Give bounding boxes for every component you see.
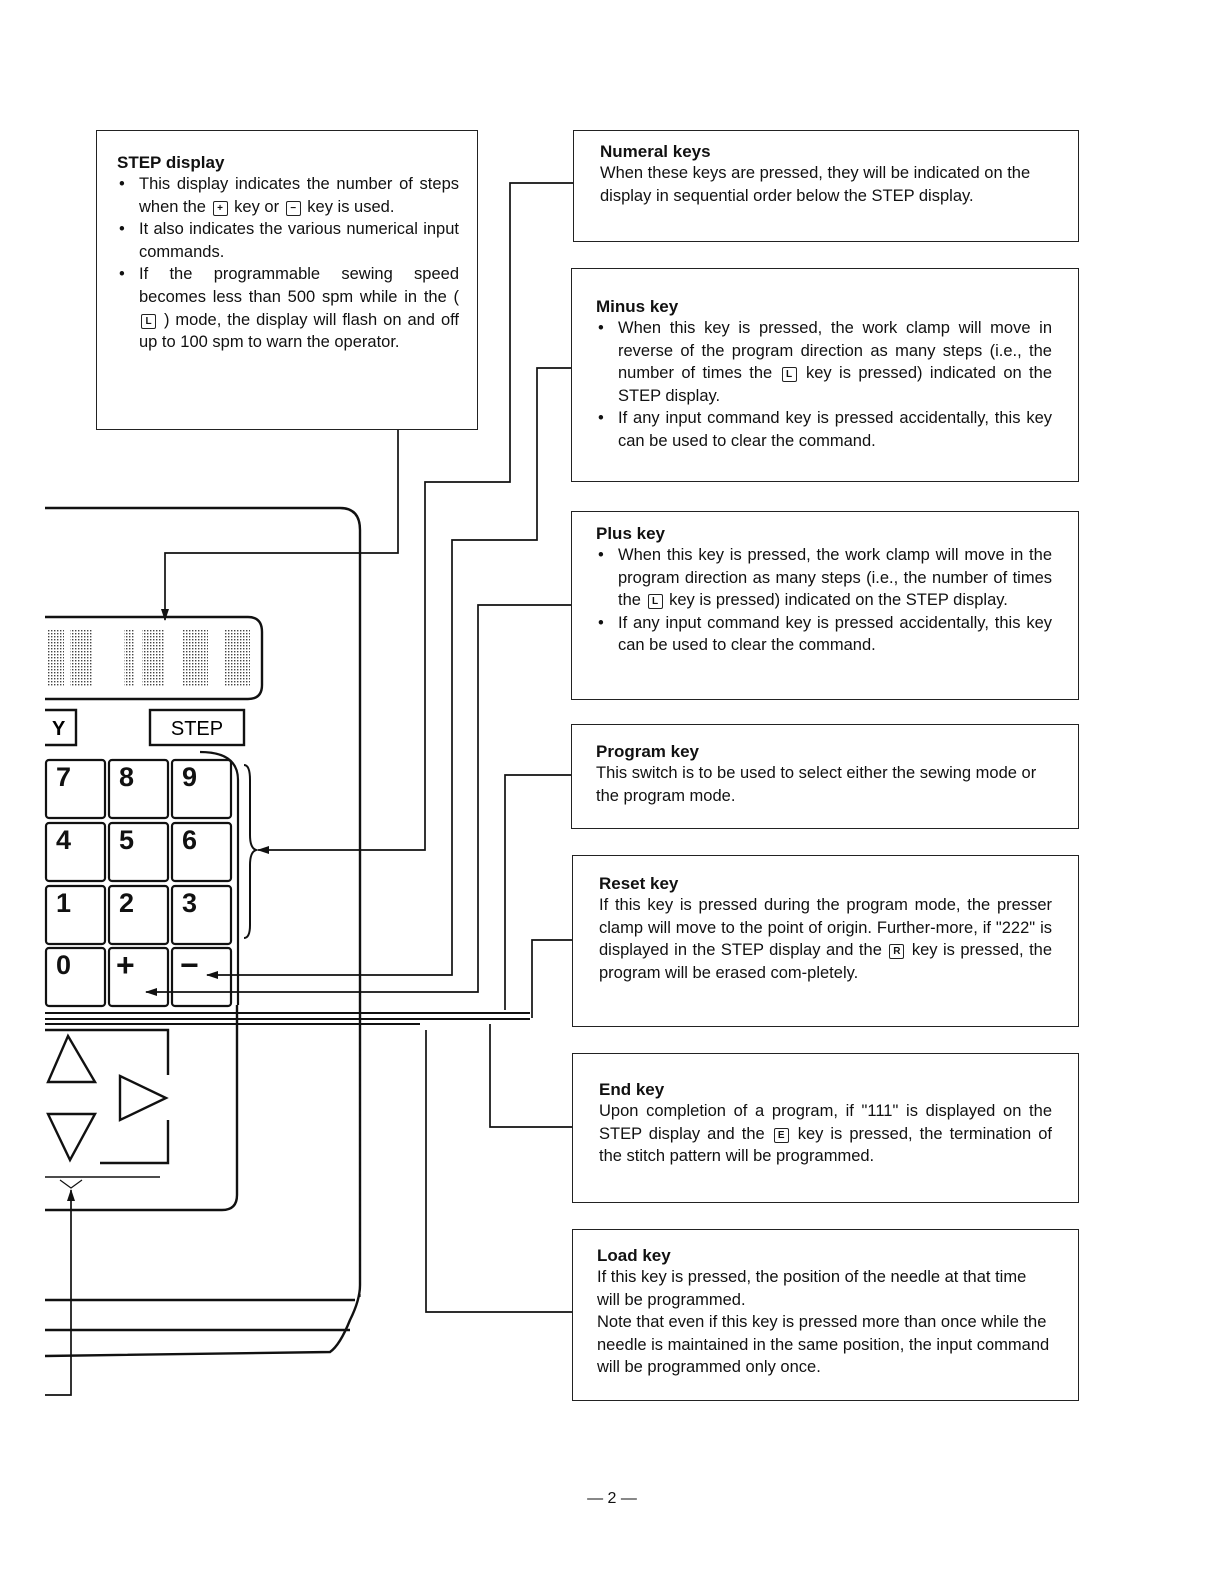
list-item: If any input command key is pressed acci… — [596, 612, 1052, 657]
load-key-box: Load key If this key is pressed, the pos… — [572, 1229, 1079, 1401]
plus-key-icon: + — [212, 200, 228, 216]
display-digit — [124, 630, 134, 686]
right-arrow-icon[interactable] — [118, 1074, 169, 1122]
key-9[interactable] — [170, 758, 233, 820]
key-1[interactable] — [44, 884, 107, 946]
display-digit — [142, 630, 164, 686]
minus-key-icon: − — [285, 200, 301, 216]
numeral-keys-title: Numeral keys — [600, 142, 711, 161]
step-display-window — [45, 615, 264, 701]
end-key-box: End key Upon completion of a program, if… — [572, 1053, 1079, 1203]
numeral-keys-body: When these keys are pressed, they will b… — [600, 164, 1031, 205]
key-8[interactable] — [107, 758, 170, 820]
load-key-body-1: If this key is pressed, the position of … — [597, 1268, 1027, 1309]
keypad-labels: 7 8 9 4 5 6 1 2 3 0 + − — [56, 762, 199, 983]
key-y[interactable]: Y — [45, 708, 78, 747]
step-label-text: STEP — [171, 718, 223, 740]
key-plus[interactable] — [107, 946, 170, 1008]
key-7[interactable] — [44, 758, 107, 820]
key-label: 2 — [119, 888, 134, 918]
numeric-keypad — [44, 750, 240, 1008]
key-label: 9 — [182, 762, 197, 792]
load-key-body-2: Note that even if this key is pressed mo… — [597, 1313, 1050, 1377]
end-key-body: Upon completion of a program, if "111" i… — [599, 1102, 1052, 1166]
load-key-icon: L — [647, 594, 663, 610]
key-label: 4 — [56, 825, 71, 855]
leader-lines — [45, 182, 573, 1396]
step-label: STEP — [148, 708, 246, 747]
key-y-label: Y — [52, 718, 66, 740]
key-label: 5 — [119, 825, 134, 855]
plus-key-title: Plus key — [596, 524, 665, 543]
key-5[interactable] — [107, 821, 170, 883]
numeral-bracket — [243, 764, 260, 939]
display-digit — [224, 630, 250, 686]
program-key-title: Program key — [596, 742, 699, 761]
down-arrow-icon[interactable] — [46, 1112, 98, 1163]
step-display-title: STEP display — [117, 153, 225, 172]
key-minus[interactable] — [170, 946, 233, 1008]
key-6[interactable] — [170, 821, 233, 883]
list-item: It also indicates the various numerical … — [117, 218, 459, 263]
key-label: 3 — [182, 888, 197, 918]
program-key-box: Program key This switch is to be used to… — [571, 724, 1079, 829]
key-label: 7 — [56, 762, 71, 792]
load-key-icon: L — [781, 367, 797, 383]
reset-key-title: Reset key — [599, 874, 679, 893]
list-item: When this key is pressed, the work clamp… — [596, 544, 1052, 612]
load-key-icon: L — [141, 313, 156, 329]
end-key-title: End key — [599, 1080, 665, 1099]
reset-key-box: Reset key If this key is pressed during … — [572, 855, 1079, 1027]
page-number: — 2 — — [587, 1490, 637, 1507]
key-0[interactable] — [44, 946, 107, 1008]
reset-key-body: If this key is pressed during the progra… — [599, 896, 1053, 982]
step-display-box: STEP display This display indicates the … — [96, 130, 478, 430]
key-label: 6 — [182, 825, 197, 855]
list-item: When this key is pressed, the work clamp… — [596, 317, 1052, 407]
display-digit — [70, 630, 92, 686]
key-label: 1 — [56, 888, 71, 918]
minus-key-title: Minus key — [596, 297, 679, 316]
key-4[interactable] — [44, 821, 107, 883]
reset-key-icon: R — [889, 944, 905, 960]
key-label: 0 — [56, 950, 71, 980]
display-digit — [182, 630, 208, 686]
list-item: If any input command key is pressed acci… — [596, 407, 1052, 452]
step-display-list: This display indicates the number of ste… — [117, 173, 459, 354]
panel-outline — [44, 506, 362, 1358]
end-key-icon: E — [773, 1127, 789, 1143]
key-3[interactable] — [170, 884, 233, 946]
plus-key-box: Plus key When this key is pressed, the w… — [571, 511, 1079, 700]
key-label: 8 — [119, 762, 134, 792]
program-key-body: This switch is to be used to select eith… — [596, 764, 1037, 805]
list-item: This display indicates the number of ste… — [117, 173, 459, 218]
minus-key-box: Minus key When this key is pressed, the … — [571, 268, 1079, 482]
numeral-keys-box: Numeral keys When these keys are pressed… — [573, 130, 1079, 242]
up-arrow-icon[interactable] — [46, 1033, 98, 1084]
load-key-title: Load key — [597, 1246, 671, 1265]
key-2[interactable] — [107, 884, 170, 946]
key-label: + — [116, 947, 135, 983]
list-item: If the programmable sewing speed becomes… — [117, 263, 459, 353]
display-digit — [48, 630, 64, 686]
key-label: − — [180, 947, 199, 983]
jog-keys — [45, 1005, 239, 1212]
